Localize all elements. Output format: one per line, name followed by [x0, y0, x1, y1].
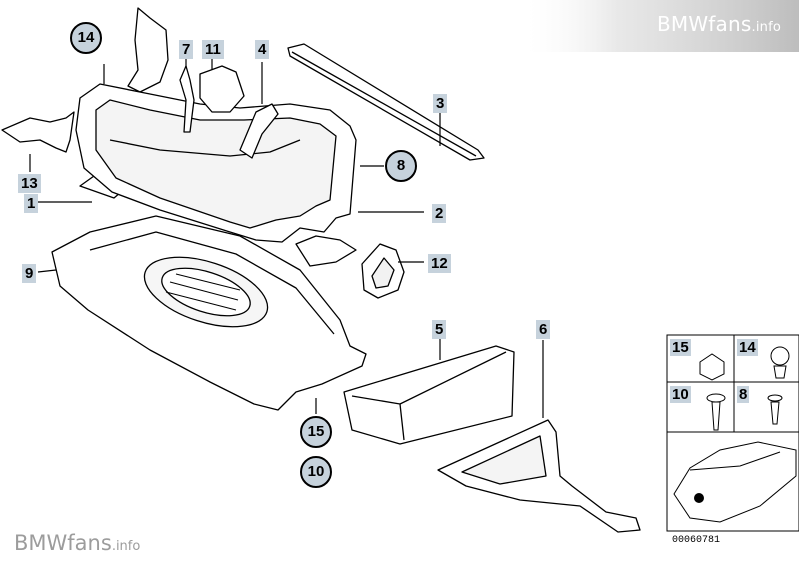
part-4-clip	[239, 103, 279, 159]
part-14-duct-bracket	[127, 7, 169, 93]
part-7-stud	[179, 65, 195, 133]
callout-6: 6	[536, 320, 551, 339]
callout-9: 9	[22, 264, 37, 283]
image-number: 00060781	[672, 535, 721, 546]
callout-4: 4	[255, 40, 270, 59]
callout-10: 10	[300, 456, 332, 488]
inset-expanding-nut-icon	[770, 346, 790, 366]
part-5-duct	[343, 345, 515, 445]
callout-8: 8	[385, 150, 417, 182]
inset-nut-icon	[699, 353, 725, 381]
inset-label-15: 15	[670, 339, 691, 356]
inset-label-8: 8	[737, 386, 750, 403]
inset-label-10: 10	[670, 386, 691, 403]
callout-2: 2	[432, 204, 447, 223]
watermark-band	[520, 0, 799, 52]
inset-rivet-icon	[767, 394, 783, 402]
callout-5: 5	[432, 320, 447, 339]
inset-screw-icon	[706, 393, 726, 403]
inset-car-icon	[673, 441, 797, 523]
callout-14: 14	[70, 22, 102, 54]
part-13-bracket	[1, 111, 75, 153]
inset-location-dot	[694, 493, 704, 503]
callout-7: 7	[179, 40, 194, 59]
callout-15: 15	[300, 416, 332, 448]
callout-13: 13	[18, 174, 41, 193]
watermark-bottom: BMWfans.info	[14, 531, 141, 555]
callout-1: 1	[24, 194, 39, 213]
callout-12: 12	[428, 254, 451, 273]
watermark-top: BMWfans.info	[656, 12, 781, 36]
callout-11: 11	[202, 40, 224, 59]
callout-3: 3	[433, 94, 448, 113]
inset-label-14: 14	[737, 339, 758, 356]
part-3-strut	[287, 43, 485, 161]
part-11-cap	[199, 65, 245, 113]
